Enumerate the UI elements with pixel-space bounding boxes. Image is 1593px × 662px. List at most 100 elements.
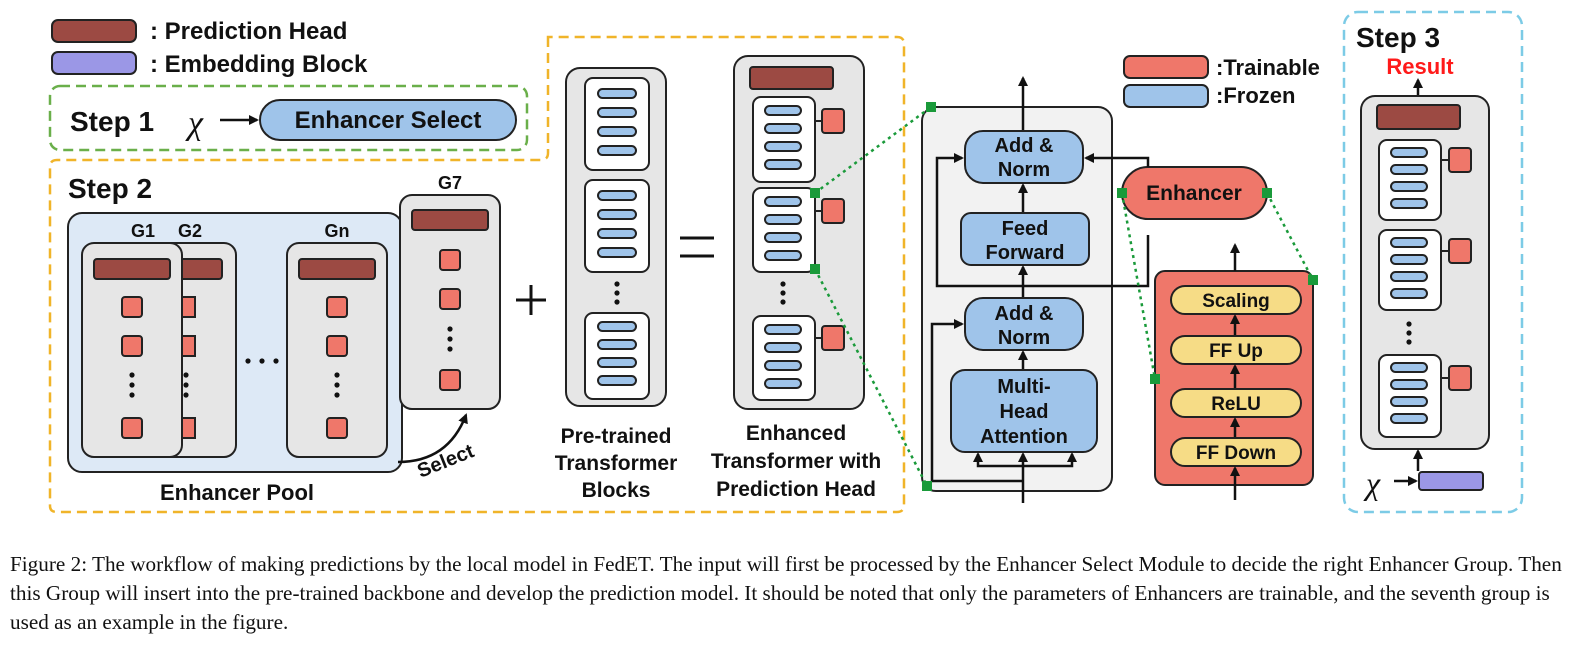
zoom-connector-line xyxy=(813,268,929,487)
group-gn: Gn xyxy=(286,221,388,458)
relu-label: ReLU xyxy=(1211,394,1261,415)
step3-block xyxy=(1378,139,1472,221)
step3-block xyxy=(1378,229,1472,311)
legend-frozen-label: :Frozen xyxy=(1216,83,1295,108)
group-g1-prediction-head xyxy=(93,258,171,280)
group-g1-enhancer xyxy=(121,296,143,318)
vertical-ellipsis-icon xyxy=(183,372,189,398)
transformer-block xyxy=(584,179,650,273)
pretrained-label-line2: Transformer xyxy=(555,452,678,475)
horizontal-ellipsis-icon xyxy=(245,358,279,364)
legend-prediction-head-swatch xyxy=(51,19,137,43)
transformer-block-detail: Add & Norm Feed Forward Add & Norm Multi… xyxy=(921,76,1150,503)
step3-border xyxy=(1342,10,1524,514)
connector-node xyxy=(810,264,820,274)
step3-panel: Step 3 Result xyxy=(1342,10,1524,514)
enhancer-pool: Enhancer Pool G2 G1 xyxy=(67,212,403,505)
step1-title: Step 1 xyxy=(70,106,154,137)
legend-trainable-label: :Trainable xyxy=(1216,55,1320,80)
add-norm-bottom-line1: Add & xyxy=(995,303,1054,325)
step2-title: Step 2 xyxy=(68,173,152,204)
enhanced-block xyxy=(752,315,845,401)
enhancer-square xyxy=(821,198,845,224)
step3-input-symbol: χ xyxy=(1363,465,1381,501)
connector-node xyxy=(1117,188,1127,198)
group-g7-enhancer xyxy=(439,249,461,271)
group-g7-prediction-head xyxy=(411,209,489,231)
fedet-diagram: : Prediction Head : Embedding Block Step… xyxy=(48,10,1524,514)
connector-node xyxy=(926,102,936,112)
group-gn-enhancer xyxy=(326,335,348,357)
enhancer-pool-label: Enhancer Pool xyxy=(160,480,314,505)
step3-embedding-block xyxy=(1418,471,1484,491)
ff-residual-arrow xyxy=(935,153,1023,288)
mha-input-k-arrow xyxy=(1023,452,1077,468)
group-g1-label: G1 xyxy=(131,221,155,241)
group-g2-enhancer xyxy=(181,296,196,318)
step3-prediction-head xyxy=(1376,104,1461,130)
zoom-connector-line xyxy=(1265,192,1315,281)
group-gn-enhancer xyxy=(326,417,348,439)
vertical-ellipsis-icon xyxy=(129,372,135,398)
enhancer-select-module xyxy=(259,99,517,141)
step3-block xyxy=(1378,354,1472,438)
legend-embedding-block-swatch xyxy=(51,51,137,75)
enhanced-label-line3: Prediction Head xyxy=(716,478,876,501)
step1-input-symbol: χ xyxy=(185,105,204,142)
mha-input-q-arrow xyxy=(973,452,1023,468)
connector-node xyxy=(1150,374,1160,384)
group-g7: G7 xyxy=(399,173,501,410)
legend-prediction-head-label: : Prediction Head xyxy=(150,18,347,45)
figure-caption: Figure 2: The workflow of making predict… xyxy=(10,552,1562,634)
transformer-block xyxy=(584,312,650,400)
step2-border xyxy=(48,35,906,514)
add-norm-top-line2: Norm xyxy=(998,159,1050,181)
mha-line3: Attention xyxy=(980,426,1068,448)
step3-title: Step 3 xyxy=(1356,22,1440,53)
pretrained-label-line1: Pre-trained xyxy=(561,425,672,448)
enhanced-transformer: Enhanced Transformer with Prediction Hea… xyxy=(711,55,881,501)
enhancer-expansion: Scaling FF Up ReLU FF Down xyxy=(1154,243,1314,500)
mha-line2: Head xyxy=(1000,401,1049,423)
ff-up-label: FF Up xyxy=(1209,341,1263,362)
group-g7-enhancer xyxy=(439,369,461,391)
connector-node xyxy=(810,188,820,198)
group-g2-enhancer xyxy=(181,335,196,357)
mha-line1: Multi- xyxy=(997,376,1050,398)
enhanced-label-line2: Transformer with xyxy=(711,450,881,473)
step1-border xyxy=(48,84,529,152)
trainable-frozen-legend: :Trainable :Frozen xyxy=(1123,55,1320,108)
legend-trainable-swatch xyxy=(1123,55,1209,79)
group-g1-enhancer xyxy=(121,417,143,439)
zoom-connector-line xyxy=(814,105,932,195)
enhancer-module-label: Enhancer xyxy=(1146,182,1242,205)
vertical-ellipsis-icon xyxy=(780,281,786,305)
group-gn-prediction-head xyxy=(298,258,376,280)
connector-node xyxy=(1308,275,1318,285)
enhancer-square xyxy=(1448,147,1472,173)
zoom-connectors xyxy=(810,102,1318,491)
enhanced-label-line1: Enhanced xyxy=(746,422,846,445)
select-arrow xyxy=(397,413,468,464)
enhancer-input-line xyxy=(1023,235,1150,288)
equals-icon xyxy=(680,236,714,258)
group-gn-enhancer xyxy=(326,296,348,318)
enhancer-output-arrow xyxy=(1084,153,1150,167)
legend: : Prediction Head : Embedding Block xyxy=(51,18,368,78)
vertical-ellipsis-icon xyxy=(1406,321,1412,345)
transformer-block xyxy=(584,77,650,171)
enhancer-select-label: Enhancer Select xyxy=(295,107,482,134)
group-g7-label: G7 xyxy=(438,173,462,193)
connector-node xyxy=(922,481,932,491)
add-norm-top-line1: Add & xyxy=(995,135,1054,157)
enhanced-block xyxy=(752,96,845,183)
group-g2-label: G2 xyxy=(178,221,202,241)
group-gn-label: Gn xyxy=(325,221,350,241)
vertical-ellipsis-icon xyxy=(614,281,620,305)
legend-embedding-block-label: : Embedding Block xyxy=(150,51,368,78)
scaling-label: Scaling xyxy=(1202,291,1270,312)
feed-forward-line2: Forward xyxy=(986,242,1065,264)
group-g7-enhancer xyxy=(439,288,461,310)
enhancer-square xyxy=(1448,365,1472,391)
vertical-ellipsis-icon xyxy=(447,326,453,352)
